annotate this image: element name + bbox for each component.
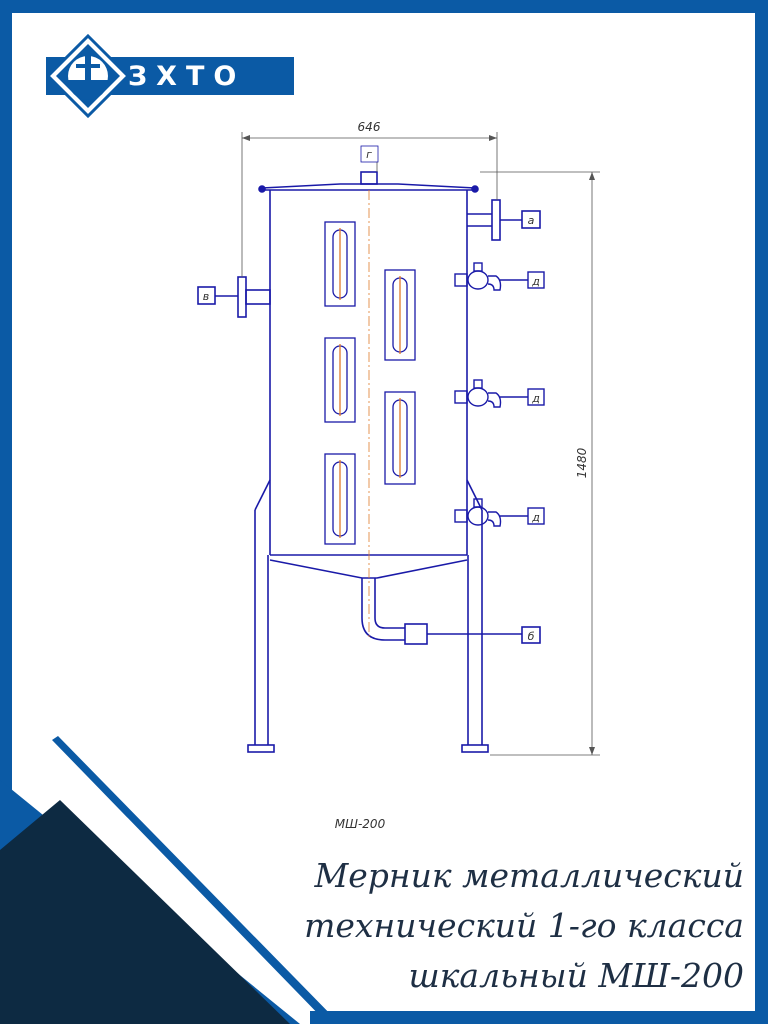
model-label: МШ-200: [335, 817, 386, 831]
frame-diagonal-thin-line: [52, 736, 340, 1024]
label-d-2: д: [531, 392, 540, 405]
right-leg-bracket: [466, 479, 483, 511]
left-nozzle-flange: [237, 276, 247, 318]
left-nozzle-pipe: [245, 289, 271, 305]
left-foot: [247, 744, 275, 753]
valve-1: [454, 262, 545, 291]
label-d-3: д: [531, 511, 540, 524]
top-nozzle: [360, 171, 378, 185]
frame-left-border: [0, 0, 12, 790]
drain-valve: [404, 623, 428, 645]
right-foot: [461, 744, 489, 753]
drain-pipe-right: [374, 578, 405, 629]
label-b: б: [528, 630, 535, 643]
caption-line-3: шкальный МШ-200: [408, 956, 744, 995]
frame-top-border: [0, 0, 768, 13]
logo-emblem-icon: [46, 34, 130, 118]
valve-3: [454, 498, 545, 527]
height-dimension-text: 1480: [575, 447, 589, 478]
width-arrow-left: [242, 135, 250, 141]
left-leg-bracket: [254, 479, 271, 511]
label-a: а: [528, 214, 535, 227]
width-arrow-right: [489, 135, 497, 141]
caption-line-1: Мерник металлический: [314, 856, 744, 895]
lid-bolt-right: [471, 185, 479, 193]
sight-glass-1: [324, 221, 356, 307]
label-d-1: д: [531, 275, 540, 288]
drain-label-box: [521, 626, 541, 644]
sight-glass-2: [324, 337, 356, 423]
frame-right-border: [755, 0, 768, 1024]
upper-right-flange: [491, 199, 501, 241]
cone-bottom: [269, 559, 468, 579]
height-arrow-top: [589, 172, 595, 180]
caption-line-2: технический 1-го класса: [304, 906, 744, 945]
sight-glass-4: [384, 269, 416, 361]
drain-pipe-left: [361, 578, 405, 641]
frame-bottom-border: [310, 1011, 768, 1024]
top-nozzle-label-box: [360, 145, 379, 163]
upper-right-label-box: [521, 210, 541, 229]
sight-glass-5: [384, 391, 416, 485]
frame-corner-navy: [0, 860, 120, 1024]
lid-bolt-left: [258, 185, 266, 193]
logo-text: ЗХТО: [128, 61, 246, 92]
left-nozzle-label-box: [197, 286, 216, 305]
label-g: г: [366, 148, 372, 161]
label-v: в: [203, 290, 209, 303]
valve-2: [454, 379, 545, 408]
height-arrow-bottom: [589, 747, 595, 755]
sight-glass-3: [324, 453, 356, 545]
width-dimension-text: 646: [358, 120, 381, 134]
